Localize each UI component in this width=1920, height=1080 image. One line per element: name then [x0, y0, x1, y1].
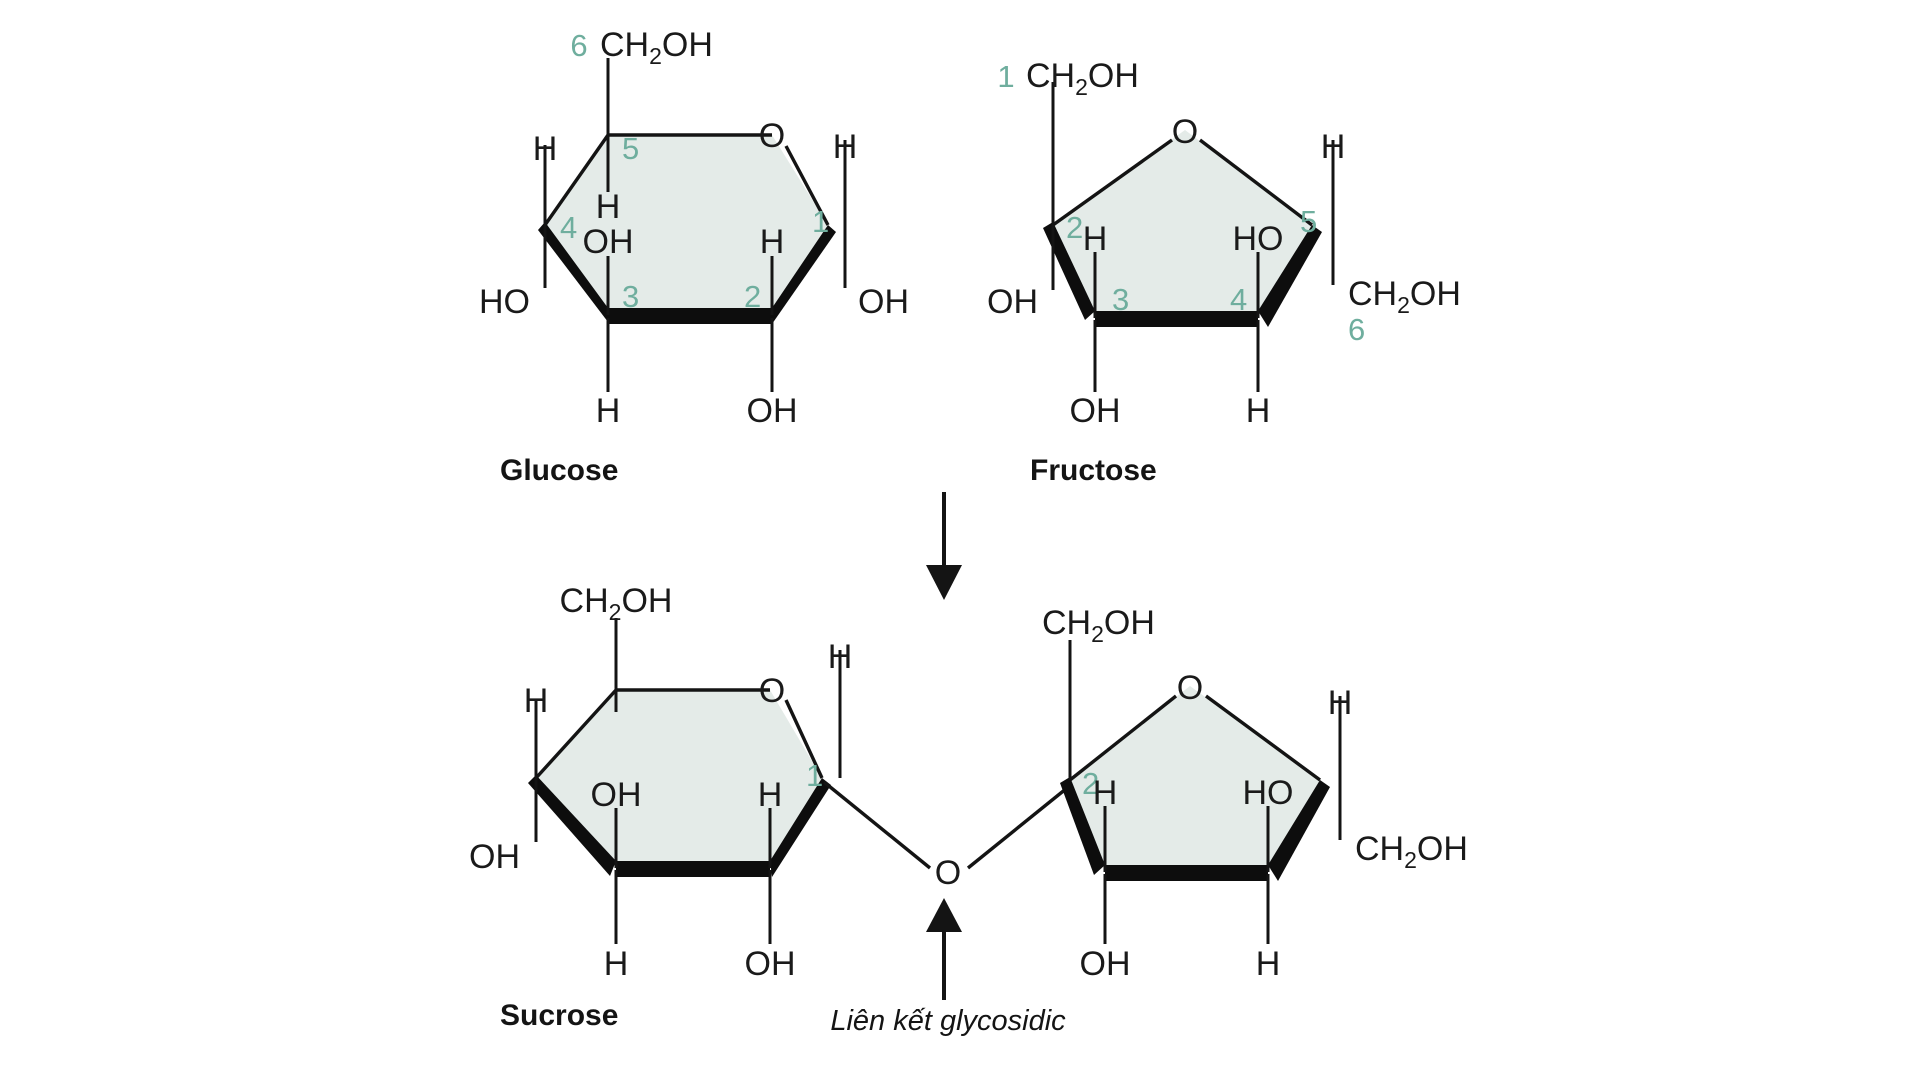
- fructose-label-c3-down: OH: [1070, 392, 1121, 430]
- fructose-label-c5-h: H: [1321, 128, 1346, 166]
- sucrose-fru-bond-c4-c5-front: [1268, 780, 1330, 881]
- glucose-label-c2-number: 2: [744, 279, 761, 314]
- sucrose-fru-label-c5-h: H: [1328, 684, 1353, 722]
- sucrose-name-label: Sucrose: [500, 999, 618, 1032]
- glucose-label-c3-down: H: [596, 392, 621, 430]
- fructose-label-ring-oxygen: O: [1172, 113, 1198, 151]
- glucose-label-c1-h: H: [833, 128, 858, 166]
- fructose-label-c4-number: 4: [1230, 282, 1247, 317]
- sucrose-glu-label-c4-h: H: [524, 682, 549, 720]
- glycosidic-bond-left: [822, 780, 932, 870]
- sucrose-glu-bond-c3-c2-front: [616, 861, 770, 877]
- glucose-label-c4-h: H: [533, 130, 558, 168]
- fructose-label-c3-h: H: [1083, 220, 1108, 258]
- fructose-bond-o-c5: [1198, 138, 1314, 227]
- fructose-label-c2-oh: OH: [987, 283, 1038, 321]
- fructose-label-c6-group: CH2OH: [1348, 275, 1461, 318]
- sucrose-fru-label-c1-group: CH2OH: [1042, 604, 1155, 647]
- sucrose-fru-label-c6-group: CH2OH: [1355, 830, 1468, 873]
- glucose-label-c2-h: H: [760, 223, 785, 261]
- sucrose-fru-bond-o-c5: [1204, 694, 1322, 782]
- glucose-label-c2-down: OH: [747, 392, 798, 430]
- glucose-bond-o-c1: [784, 145, 830, 226]
- glucose-label-c1-number: 1: [812, 204, 829, 239]
- sucrose-glu-label-c2-down: OH: [745, 945, 796, 983]
- fructose-label-c6-number: 6: [1348, 312, 1365, 347]
- sucrose-glu-label-c2-h: H: [758, 776, 783, 814]
- sucrose-glu-label-c1-number: 1: [806, 758, 823, 793]
- sucrose-fructose-unit: CH2OH O 2 H OH HO H H CH2OH: [1042, 604, 1468, 983]
- glucose-label-c3-number: 3: [622, 279, 639, 314]
- glucose-bond-c5-c4: [543, 134, 610, 226]
- glycosidic-bridge: O Liên kết glycosidic: [822, 780, 1074, 1037]
- glucose-label-c6-number: 6: [570, 28, 587, 63]
- glucose-bond-c3-c2-front: [608, 308, 772, 324]
- glycosidic-bond-caption: Liên kết glycosidic: [830, 1005, 1066, 1037]
- fructose-label-c1-number: 1: [997, 59, 1014, 94]
- glucose-label-c6-group: CH2OH: [600, 26, 713, 69]
- sucrose-fru-bond-c3-c4-front: [1105, 865, 1268, 881]
- sucrose-glu-label-c3-down: H: [604, 945, 629, 983]
- sucrose-fru-bond-c2-o: [1068, 694, 1178, 782]
- fructose-molecule: 1 CH2OH O 2 OH H 3 OH HO 4 H H 5 CH2OH 6…: [987, 57, 1461, 487]
- glucose-label-c5-number: 5: [622, 131, 639, 166]
- sucrose-glu-bond-c4-c3-front: [528, 775, 616, 876]
- sucrose-fru-label-ring-oxygen: O: [1177, 669, 1203, 707]
- fructose-bond-c2-o: [1052, 138, 1173, 227]
- fructose-bond-c4-c5-front: [1258, 225, 1322, 327]
- reaction-arrow: [926, 492, 962, 600]
- sucrose-glu-label-c4-oh: OH: [469, 838, 520, 876]
- sucrose-fru-bond-c2-c3-front: [1060, 777, 1105, 875]
- fructose-label-c4-down: H: [1246, 392, 1271, 430]
- fructose-bond-c3-c4-front: [1095, 311, 1258, 327]
- sucrose-glu-bond-c5-c4: [534, 688, 618, 780]
- sucrose-fru-label-c3-down: OH: [1080, 945, 1131, 983]
- glucose-molecule: 6 CH2OH O 5 H H 4 HO OH 3 H H 2 OH H 1 O…: [479, 26, 909, 487]
- sucrose-fru-label-c3-h: H: [1093, 774, 1118, 812]
- glucose-label-c4-number: 4: [560, 210, 577, 245]
- glucose-bond-c4-c3-front: [538, 222, 608, 322]
- glucose-bond-c2-c1-front: [772, 225, 836, 324]
- sucrose-glu-label-c3-oh: OH: [591, 776, 642, 814]
- fructose-label-c1-group: CH2OH: [1026, 57, 1139, 100]
- glucose-label-c1-oh: OH: [858, 283, 909, 321]
- sucrose-glucose-ring-face: [536, 690, 822, 868]
- fructose-label-c3-number: 3: [1112, 282, 1129, 317]
- glucose-name-label: Glucose: [500, 454, 618, 487]
- glucose-label-c4-ho: HO: [479, 283, 530, 321]
- glycosidic-bridge-oxygen: O: [935, 854, 961, 892]
- fructose-label-c4-ho: HO: [1233, 220, 1284, 258]
- sucrose-fru-label-c4-ho: HO: [1243, 774, 1294, 812]
- glycosidic-bond-right: [966, 782, 1074, 870]
- fructose-name-label: Fructose: [1030, 454, 1157, 487]
- sucrose-glu-label-ring-oxygen: O: [759, 672, 785, 710]
- fructose-label-c5-number: 5: [1300, 204, 1317, 239]
- glucose-label-ring-oxygen: O: [759, 117, 785, 155]
- sucrose-glu-label-c6-group: CH2OH: [560, 582, 673, 625]
- glucose-label-c5-h: H: [596, 188, 621, 226]
- sucrose-fru-label-c4-down: H: [1256, 945, 1281, 983]
- glucose-label-c3-oh: OH: [583, 223, 634, 261]
- sucrose-glu-bond-c2-c1-front: [770, 778, 831, 877]
- fructose-label-c2-number: 2: [1066, 210, 1083, 245]
- sucrose-fru-label-c2-number: 2: [1082, 766, 1099, 801]
- glucose-ring-face: [545, 135, 828, 315]
- sucrose-glu-label-c1-h: H: [828, 638, 853, 676]
- sucrose-glu-bond-o-c1: [784, 699, 824, 779]
- fructose-bond-c2-c3-front: [1043, 222, 1095, 320]
- sucrose-glucose-unit: CH2OH O H OH OH H H OH H 1 Sucrose: [469, 582, 852, 1032]
